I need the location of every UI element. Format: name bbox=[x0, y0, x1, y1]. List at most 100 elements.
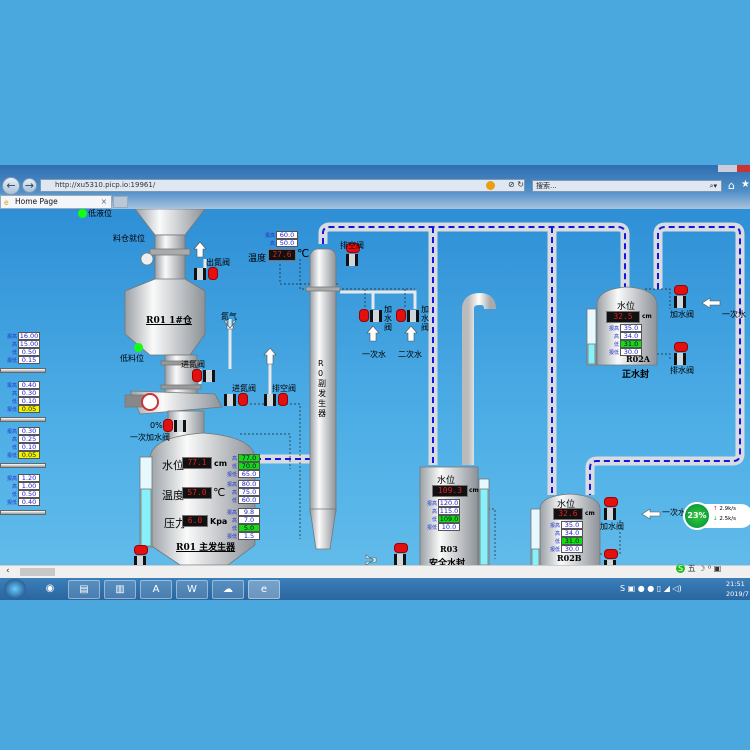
threshold-value[interactable]: 120.0 bbox=[438, 499, 460, 507]
column-vent-valve[interactable] bbox=[342, 243, 368, 267]
window-controls[interactable] bbox=[718, 165, 750, 172]
horizontal-scrollbar[interactable]: ‹ bbox=[0, 565, 750, 578]
scrollbar-thumb[interactable] bbox=[20, 568, 55, 576]
threshold-value[interactable]: 115.0 bbox=[438, 507, 460, 515]
r02b-drain-valve[interactable] bbox=[600, 549, 626, 565]
threshold-value[interactable]: 0.05 bbox=[18, 451, 40, 459]
low-liquid-label: 低液位 bbox=[88, 209, 112, 218]
compat-icon[interactable] bbox=[486, 181, 495, 190]
threshold-value[interactable]: 70.0 bbox=[238, 462, 260, 470]
forward-button[interactable]: → bbox=[22, 178, 37, 193]
pressure-value: 6.0 bbox=[182, 515, 208, 527]
threshold-value[interactable]: 9.8 bbox=[238, 508, 260, 516]
first-water-valve[interactable] bbox=[163, 419, 189, 433]
threshold-value[interactable]: 1.5 bbox=[238, 532, 260, 540]
threshold-value[interactable]: 0.30 bbox=[18, 389, 40, 397]
threshold-value[interactable]: 15.00 bbox=[18, 340, 40, 348]
ime-toolbar[interactable]: S 五 ☽ ⁰ ▣ bbox=[676, 564, 722, 573]
threshold-label: 低 bbox=[431, 516, 437, 523]
favorites-icon[interactable]: ★ bbox=[741, 179, 750, 190]
threshold-value[interactable]: 109.0 bbox=[438, 515, 460, 523]
threshold-value[interactable]: 0.50 bbox=[18, 348, 40, 356]
threshold-value[interactable]: 0.40 bbox=[18, 498, 40, 506]
browser-360-icon[interactable]: ◉ bbox=[45, 583, 55, 594]
threshold-value[interactable]: 5.0 bbox=[238, 524, 260, 532]
threshold-value[interactable]: 65.0 bbox=[238, 470, 260, 478]
threshold-value[interactable]: 31.0 bbox=[620, 340, 642, 348]
tab-home-page[interactable]: e Home Page × bbox=[0, 195, 112, 209]
app-icon[interactable]: ▥ bbox=[104, 580, 136, 599]
ie-taskbar-icon[interactable]: e bbox=[248, 580, 280, 599]
pipe-segment bbox=[0, 463, 46, 468]
add-water-valve-1[interactable] bbox=[359, 309, 385, 323]
in-nitrogen-valve-2[interactable] bbox=[224, 393, 250, 407]
wechat-icon[interactable]: ☁ bbox=[212, 580, 244, 599]
threshold-value[interactable]: 80.0 bbox=[238, 480, 260, 488]
vent-valve[interactable] bbox=[264, 393, 290, 407]
ime-mode: 五 bbox=[687, 564, 696, 573]
r02a-add-water-valve[interactable] bbox=[670, 285, 696, 309]
new-tab-button[interactable] bbox=[113, 196, 128, 208]
threshold-value[interactable]: 0.15 bbox=[18, 356, 40, 364]
threshold-value[interactable]: 34.0 bbox=[620, 332, 642, 340]
threshold-value[interactable]: 31.0 bbox=[561, 537, 583, 545]
add-water-valve-2[interactable] bbox=[396, 309, 422, 323]
threshold-value[interactable]: 30.0 bbox=[561, 545, 583, 553]
in-nitrogen-valve-1[interactable] bbox=[192, 369, 218, 383]
system-tray-icons[interactable]: S ▣ ● ● ▯ ◢ ◁) bbox=[620, 584, 682, 593]
threshold-value[interactable]: 35.0 bbox=[561, 521, 583, 529]
threshold-value[interactable]: 0.05 bbox=[18, 405, 40, 413]
threshold-value[interactable]: 16.00 bbox=[18, 332, 40, 340]
search-input[interactable]: 搜索...⌕▾ bbox=[532, 180, 722, 192]
threshold-value[interactable]: 34.0 bbox=[561, 529, 583, 537]
home-icon[interactable]: ⌂ bbox=[728, 179, 735, 192]
threshold-value[interactable]: 7.0 bbox=[238, 516, 260, 524]
tab-close-icon[interactable]: × bbox=[100, 197, 107, 206]
file-explorer-icon[interactable]: ▤ bbox=[68, 580, 100, 599]
search-icon[interactable]: ⌕▾ bbox=[709, 182, 717, 190]
address-bar[interactable]: http://xu5310.picp.io:19961/ bbox=[40, 179, 525, 192]
autocad-icon[interactable]: A bbox=[140, 580, 172, 599]
threshold-value[interactable]: 0.50 bbox=[18, 490, 40, 498]
threshold-value[interactable]: 0.25 bbox=[18, 435, 40, 443]
threshold-value[interactable]: 1.20 bbox=[18, 474, 40, 482]
threshold-value[interactable]: 75.0 bbox=[238, 488, 260, 496]
threshold-value[interactable]: 30.0 bbox=[620, 348, 642, 356]
word-icon[interactable]: W bbox=[176, 580, 208, 599]
threshold-value[interactable]: 60.0 bbox=[238, 496, 260, 504]
memory-percent[interactable]: 23% bbox=[683, 502, 711, 530]
threshold-value[interactable]: 0.30 bbox=[18, 427, 40, 435]
r02b-level-value: 32.6 bbox=[553, 508, 583, 520]
threshold-value[interactable]: 0.10 bbox=[18, 443, 40, 451]
threshold-value[interactable]: 1.00 bbox=[18, 482, 40, 490]
threshold-value[interactable]: 60.0 bbox=[276, 231, 298, 239]
r02b-add-water-valve[interactable] bbox=[600, 497, 626, 521]
out-nitrogen-valve[interactable] bbox=[194, 267, 220, 281]
tab-title: Home Page bbox=[15, 197, 58, 206]
refresh-icon[interactable]: ⊘ ↻ bbox=[508, 180, 524, 189]
threshold-value[interactable]: 0.10 bbox=[18, 397, 40, 405]
start-button[interactable] bbox=[4, 579, 26, 599]
process-diagram bbox=[124, 209, 745, 565]
threshold-value[interactable]: 50.0 bbox=[276, 239, 298, 247]
threshold-value[interactable]: 35.0 bbox=[620, 324, 642, 332]
back-button[interactable]: ← bbox=[2, 177, 20, 195]
scroll-left-icon[interactable]: ‹ bbox=[6, 566, 10, 576]
threshold-value[interactable]: 0.40 bbox=[18, 381, 40, 389]
r02a-drain-valve[interactable] bbox=[670, 342, 696, 366]
threshold-value[interactable]: 10.0 bbox=[438, 523, 460, 531]
ie-icon: e bbox=[4, 198, 9, 207]
bottom-valve[interactable] bbox=[130, 545, 156, 565]
threshold-value[interactable]: 77.0 bbox=[238, 454, 260, 462]
r03-valve[interactable] bbox=[390, 543, 416, 565]
